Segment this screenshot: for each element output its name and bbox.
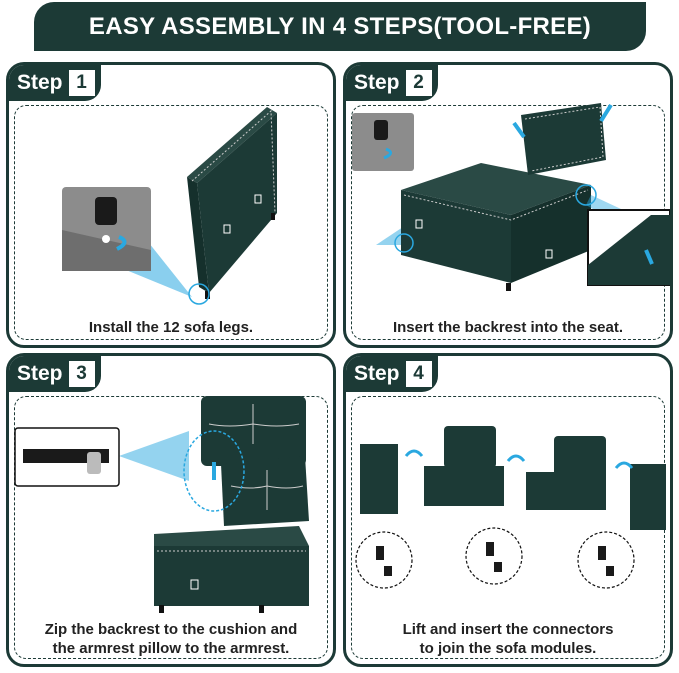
leg-inset	[352, 113, 414, 171]
step-2-panel: Step 2 Insert the backrest into the seat…	[343, 62, 673, 348]
step-4-caption: Lift and insert the connectors to join t…	[346, 620, 670, 658]
down-arrow-icon	[644, 249, 654, 265]
seat-cushion	[154, 526, 309, 546]
module-right-back	[554, 436, 606, 476]
step-1-caption: Install the 12 sofa legs.	[88, 319, 254, 336]
connector-icon	[376, 542, 614, 576]
caption-line: to join the sofa modules.	[419, 640, 597, 657]
step-4-illustration	[355, 426, 666, 589]
step-3-panel: Step 3 Zip the backrest to the cushion a…	[6, 353, 336, 667]
banner-title: EASY ASSEMBLY IN 4 STEPS(TOOL-FREE)	[88, 12, 592, 40]
rotate-arrow-icon	[116, 235, 127, 251]
step-3-frame	[14, 396, 328, 659]
step-2-illustration	[352, 103, 670, 291]
armrest-left	[360, 444, 398, 514]
caption-line: the armrest pillow to the armrest.	[52, 640, 290, 657]
step-1-tab: Step 1	[9, 65, 101, 101]
seat-side	[511, 185, 591, 283]
insert-arrow-icon	[512, 103, 613, 139]
step-4-tab: Step 4	[346, 356, 438, 392]
step-label: Step	[17, 362, 63, 385]
module-left-back	[444, 426, 496, 468]
zipper-icon	[87, 452, 101, 474]
module-right-seat	[526, 472, 606, 510]
leg-icon	[95, 197, 117, 225]
seat-base	[154, 546, 309, 606]
step-label: Step	[354, 362, 400, 385]
lift-arrow-icon	[404, 449, 634, 469]
step-label: Step	[354, 71, 400, 94]
module-left-seat	[424, 466, 504, 506]
backrest	[521, 103, 606, 175]
step-2-caption: Insert the backrest into the seat.	[392, 319, 624, 336]
zipper-pull-icon	[223, 224, 231, 234]
armrest-right	[630, 464, 666, 530]
sofa-leg	[205, 291, 210, 299]
caption-line: Lift and insert the connectors	[402, 621, 614, 638]
step-2-tab: Step 2	[346, 65, 438, 101]
step-1-illustration	[62, 107, 277, 305]
backrest-frame	[221, 456, 309, 526]
step-4-panel: Step 4 Lift and insert the connectors to…	[343, 353, 673, 667]
backrest-side	[197, 113, 277, 293]
step-number: 3	[68, 361, 95, 387]
seat-top	[401, 163, 591, 215]
step-number: 4	[405, 361, 432, 387]
step-number: 1	[68, 70, 95, 96]
step-number: 2	[405, 70, 432, 96]
leg-highlight-circle	[188, 283, 210, 305]
step-3-tab: Step 3	[9, 356, 101, 392]
title-banner: EASY ASSEMBLY IN 4 STEPS(TOOL-FREE)	[34, 2, 646, 51]
caption-line: Zip the backrest to the cushion and	[44, 621, 298, 638]
step-3-caption: Zip the backrest to the cushion and the …	[9, 620, 333, 658]
step-3-illustration	[14, 396, 309, 613]
step-label: Step	[17, 71, 63, 94]
leg-icon	[374, 120, 388, 140]
step-1-frame	[14, 105, 328, 340]
step-1-panel: Step 1 Install the 12 sofa legs.	[6, 62, 336, 348]
backrest-front	[187, 177, 209, 293]
